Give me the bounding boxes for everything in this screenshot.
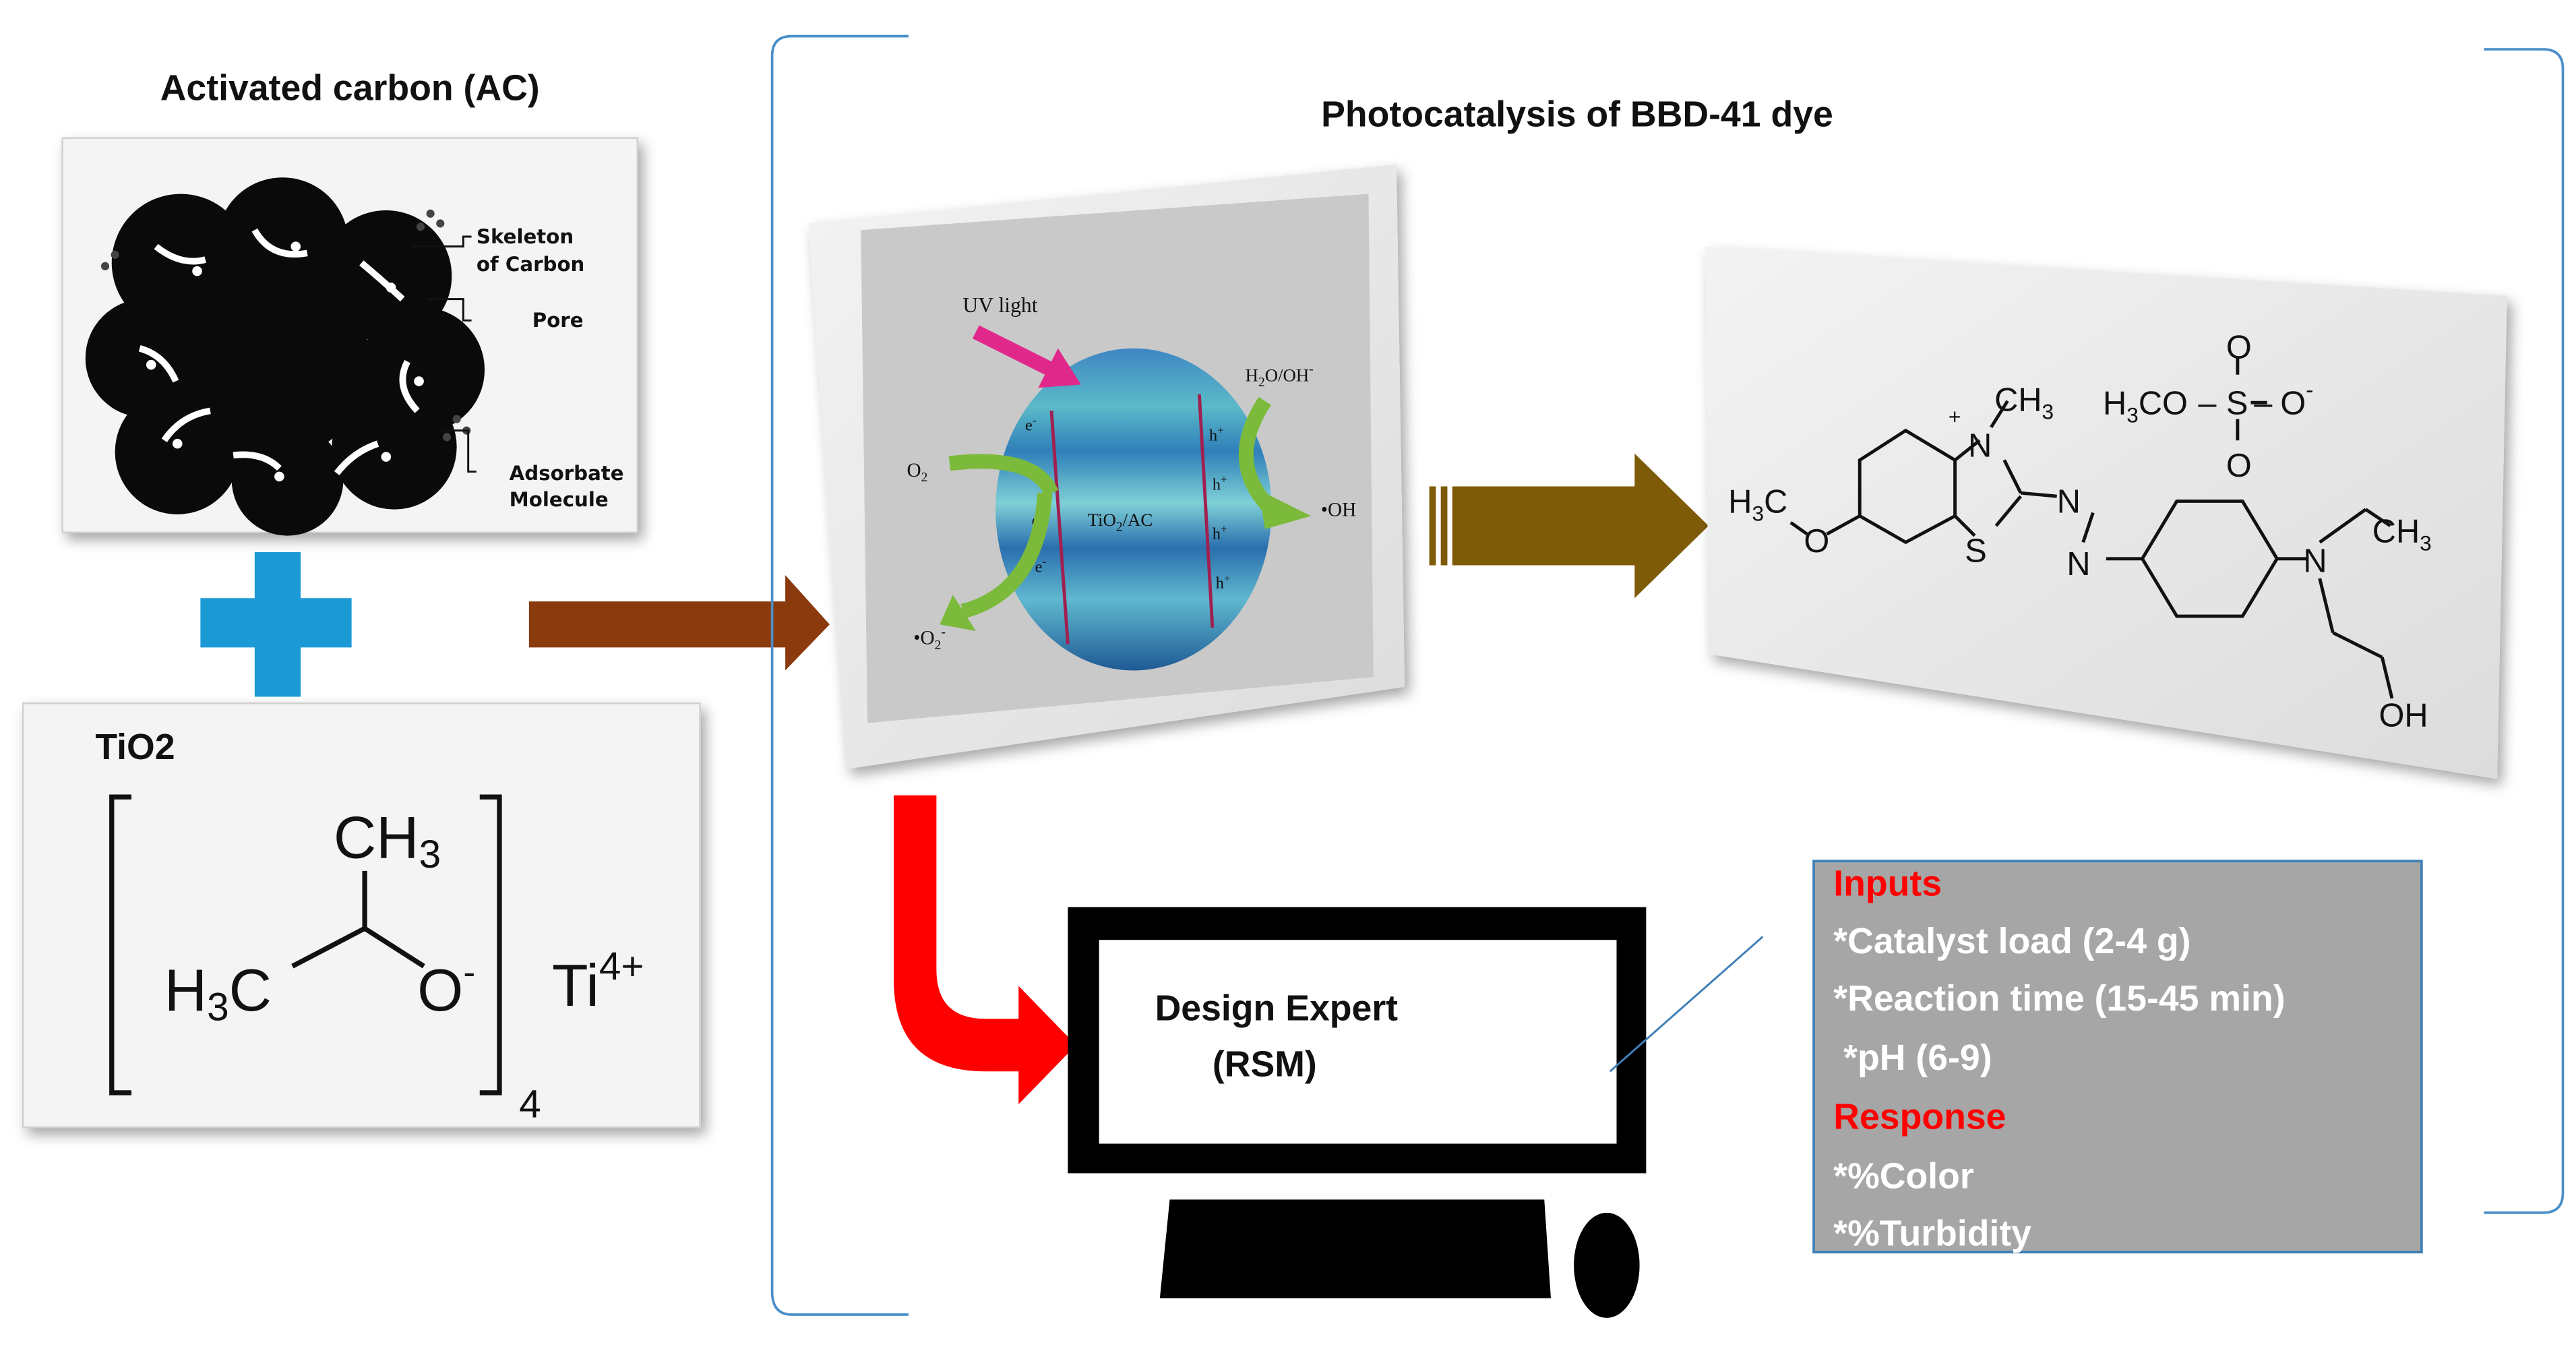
methoxy-label: H3C	[1728, 484, 1787, 526]
arrow-to-dye	[1429, 453, 1709, 599]
sulfate-anion-oxygen-label: O-	[2280, 378, 2313, 421]
uv-arrow-icon	[973, 325, 1081, 388]
inputs-header: Inputs	[1833, 863, 1942, 903]
dye-structure-panel: H3C O S N + CH3 N N N CH3 OH H3CO – S – …	[1705, 246, 2507, 779]
oh-radical-label: •OH	[1321, 499, 1357, 520]
photocatalysis-panel: UV light H2O/OH- O2 •OH •O2- TiO2/AC e- …	[808, 164, 1405, 769]
plus-icon	[200, 552, 352, 697]
svg-text:h+: h+	[1213, 473, 1227, 494]
isopropoxide-formula: CH3 H3C O- Ti4+ 4	[164, 804, 644, 1126]
carbon-skeleton-icon	[85, 177, 485, 536]
svg-text:e-: e-	[1035, 556, 1047, 576]
ch3-label: CH3	[334, 804, 441, 876]
arrow-to-photocatalysis	[528, 575, 830, 671]
hole-labels: h+ h+ h+ h+	[1209, 424, 1231, 593]
svg-text:h+: h+	[1213, 522, 1227, 543]
skeleton-label-1: Skeleton	[477, 225, 574, 248]
skeleton-label-2: of Carbon	[477, 253, 585, 276]
positive-charge-label: +	[1949, 404, 1961, 429]
o2-label: O2	[907, 460, 928, 485]
computer-monitor-icon: Design Expert (RSM)	[1068, 907, 1647, 1318]
adsorbate-label-2: Molecule	[510, 488, 609, 511]
ac-panel: Skeleton of Carbon Pore Adsorbate Molecu…	[61, 137, 638, 536]
tio2-panel: TiO2 CH3 H3C O- Ti4+ 4	[22, 702, 701, 1129]
ethyl-ch3-label: CH3	[2372, 513, 2432, 555]
response-header: Response	[1833, 1097, 2006, 1137]
sulfate-top-oxygen-label: O	[2226, 329, 2252, 365]
quaternary-nitrogen-label: N	[1968, 428, 1992, 464]
ac-title: Activated carbon (AC)	[160, 68, 540, 109]
amine-nitrogen-label: N	[2303, 543, 2327, 579]
monitor-line-2: (RSM)	[1213, 1044, 1317, 1085]
oxygen-label: O-	[417, 952, 475, 1023]
pore-label: Pore	[532, 309, 584, 332]
catalyst-label: TiO2/AC	[1088, 510, 1153, 534]
uv-label: UV light	[962, 293, 1037, 317]
h2o-label: H2O/OH-	[1246, 362, 1314, 390]
input-item: *Reaction time (15-45 min)	[1833, 978, 2285, 1019]
callout-line	[1609, 936, 1764, 1073]
ac-leader-lines	[410, 235, 477, 473]
sulfate-methyl-label: H3CO	[2103, 385, 2188, 427]
input-item: *Catalyst load (2-4 g)	[1833, 921, 2190, 961]
sulfate-bottom-oxygen-label: O	[2226, 448, 2252, 484]
big-bracket	[770, 34, 2565, 1316]
sulfate-dash-2: –	[2254, 385, 2273, 421]
response-item: *%Color	[1833, 1155, 1974, 1196]
response-item: *%Turbidity	[1833, 1213, 2031, 1254]
svg-text:e-: e-	[1025, 414, 1037, 435]
titanium-label: Ti4+	[552, 944, 644, 1019]
formula-brackets	[109, 794, 502, 1095]
arrow-to-design-expert	[894, 795, 1076, 1104]
azo-nitrogen-1-label: N	[2057, 484, 2081, 520]
svg-text:h+: h+	[1209, 424, 1224, 445]
sulfate-sulfur-label: S	[2226, 385, 2248, 421]
photocatalysis-title: Photocatalysis of BBD-41 dye	[1321, 94, 1833, 135]
superoxide-label: •O2-	[913, 625, 946, 653]
svg-text:h+: h+	[1216, 572, 1231, 593]
monitor-line-1: Design Expert	[1155, 988, 1399, 1029]
ether-oxygen-label: O	[1804, 523, 1829, 560]
input-item: *pH (6-9)	[1833, 1038, 1992, 1078]
hydroxyl-label: OH	[2379, 697, 2428, 733]
sulfate-dash-1: –	[2198, 385, 2217, 421]
dye-bonds	[1789, 358, 2394, 699]
sulfur-label: S	[1965, 533, 1987, 570]
n-methyl-label: CH3	[1994, 382, 2054, 423]
tio2-title: TiO2	[95, 727, 175, 767]
parameters-box: Inputs *Catalyst load (2-4 g) *Reaction …	[1812, 860, 2423, 1254]
adsorbate-label-1: Adsorbate	[510, 462, 624, 485]
azo-nitrogen-2-label: N	[2066, 546, 2090, 582]
h3c-label: H3C	[164, 957, 272, 1029]
reduction-arrow-icon	[948, 454, 1059, 497]
count-subscript: 4	[519, 1083, 541, 1127]
